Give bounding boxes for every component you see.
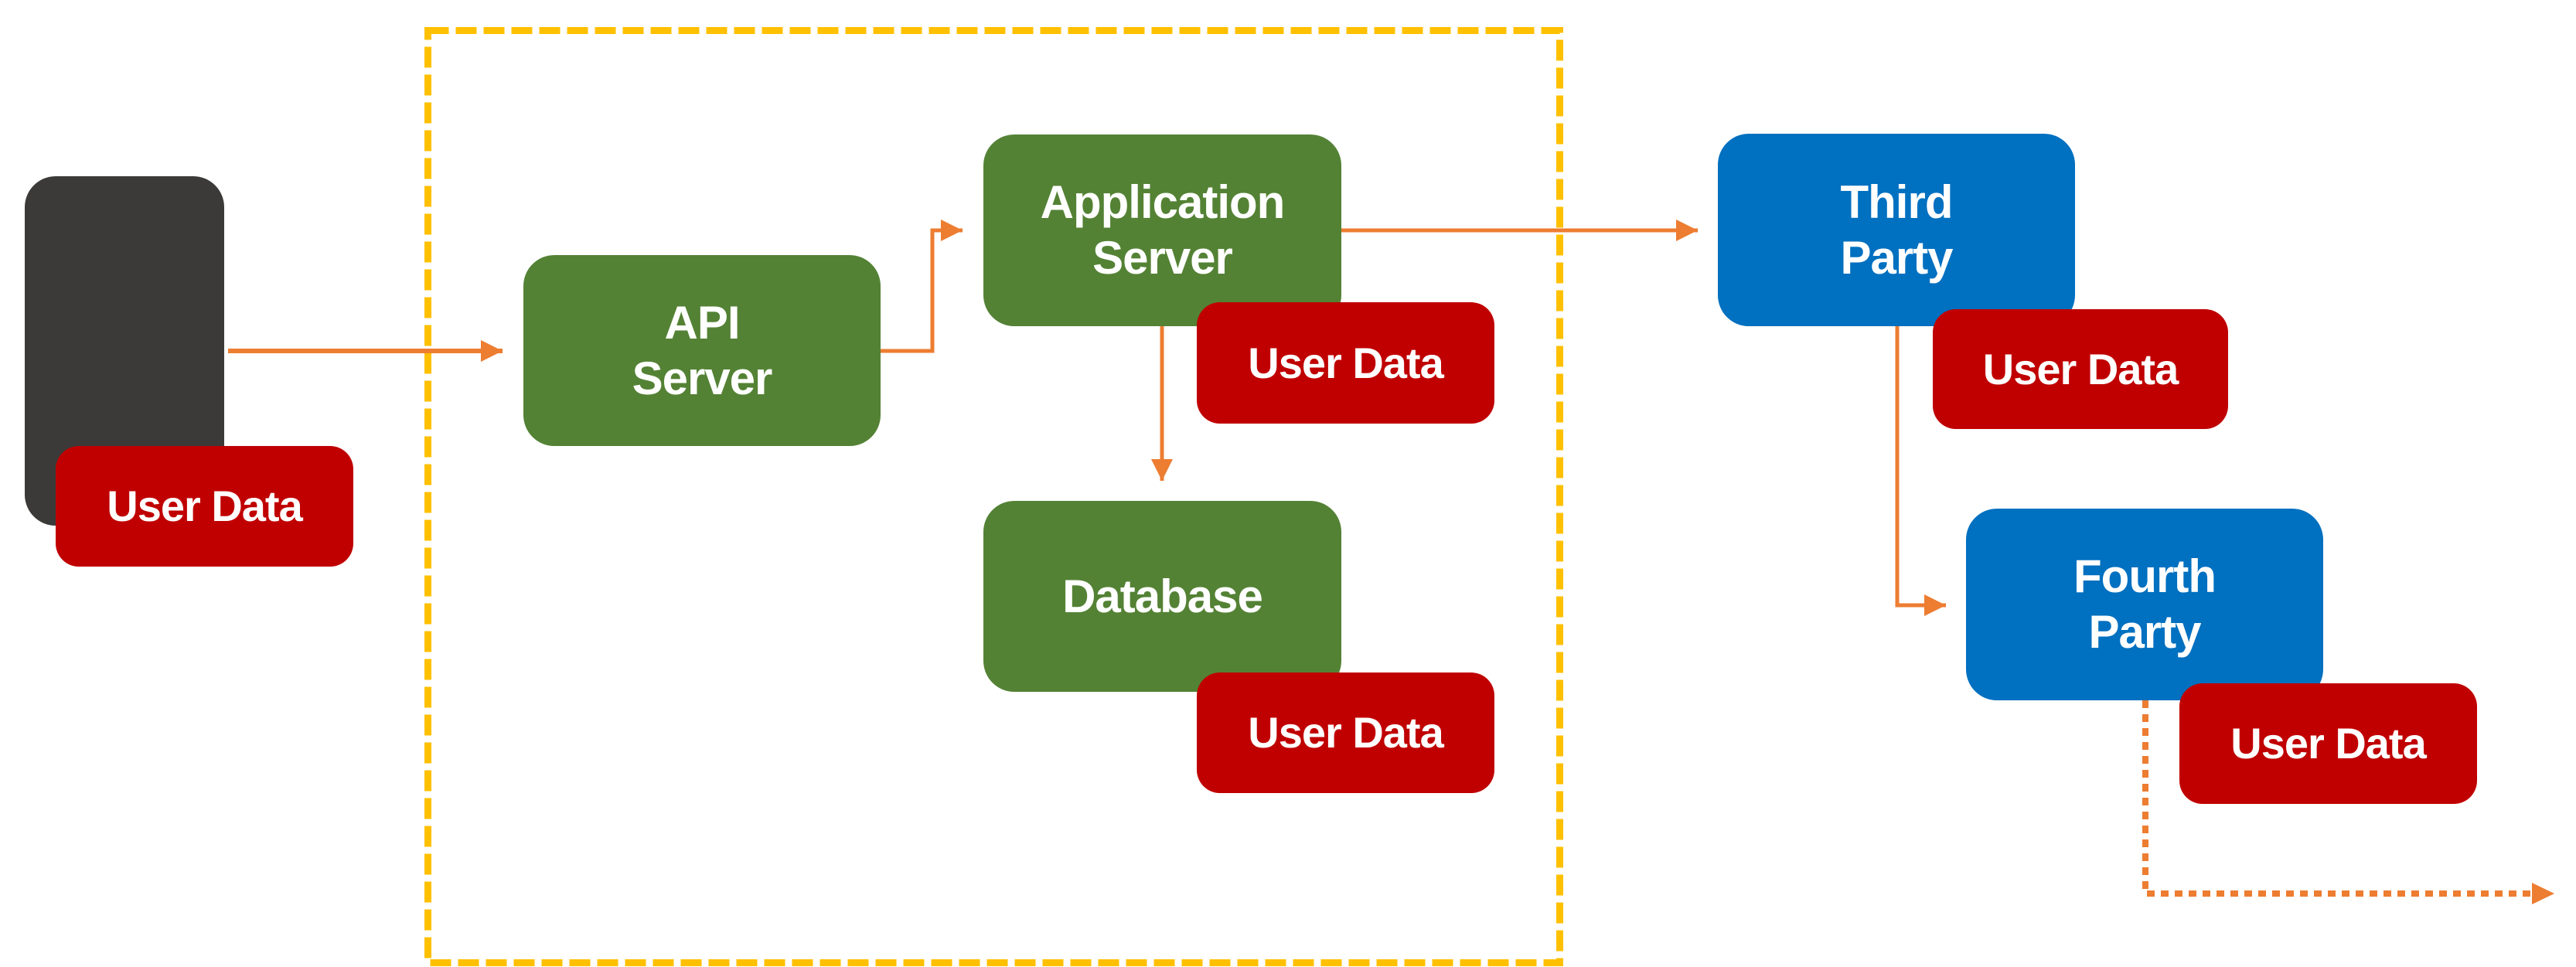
- application-server-label-line1: Application: [1040, 176, 1286, 228]
- api-server-label-line1: API: [664, 296, 740, 349]
- third-party-node: Third Party: [1718, 134, 2075, 326]
- application-server-user-data-badge: User Data: [1197, 302, 1494, 424]
- fourth-party-label-line1: Fourth: [2073, 550, 2217, 602]
- api-server-node: API Server: [523, 255, 881, 446]
- database-node: Database: [983, 501, 1341, 692]
- third-party-user-data-label: User Data: [1982, 344, 2179, 393]
- application-server-user-data-label: User Data: [1248, 338, 1443, 387]
- edge-api-server-to-application-server: [881, 220, 963, 353]
- database-label: Database: [1062, 570, 1263, 622]
- third-party-user-data-badge: User Data: [1933, 309, 2228, 429]
- client-user-data-label: User Data: [107, 482, 302, 531]
- third-party-label-line1: Third: [1840, 175, 1954, 228]
- database-user-data-badge: User Data: [1197, 672, 1494, 793]
- trust-boundary: [424, 27, 1563, 966]
- database-user-data-label: User Data: [1248, 708, 1443, 758]
- application-server-label-line2: Server: [1092, 232, 1233, 284]
- fourth-party-user-data-label: User Data: [2230, 719, 2426, 768]
- edge-third-party-to-fourth-party: [1895, 326, 1946, 616]
- third-party-label-line2: Party: [1840, 231, 1953, 284]
- edge-fourth-party-onward-dotted: [2142, 700, 2532, 897]
- arrowhead-onward: [2532, 883, 2554, 904]
- client-user-data-badge: User Data: [56, 446, 353, 567]
- fourth-party-label-line2: Party: [2088, 606, 2201, 658]
- fourth-party-user-data-badge: User Data: [2179, 683, 2477, 804]
- application-server-node: Application Server: [983, 134, 1341, 326]
- fourth-party-node: Fourth Party: [1966, 509, 2323, 700]
- api-server-label-line2: Server: [632, 352, 773, 404]
